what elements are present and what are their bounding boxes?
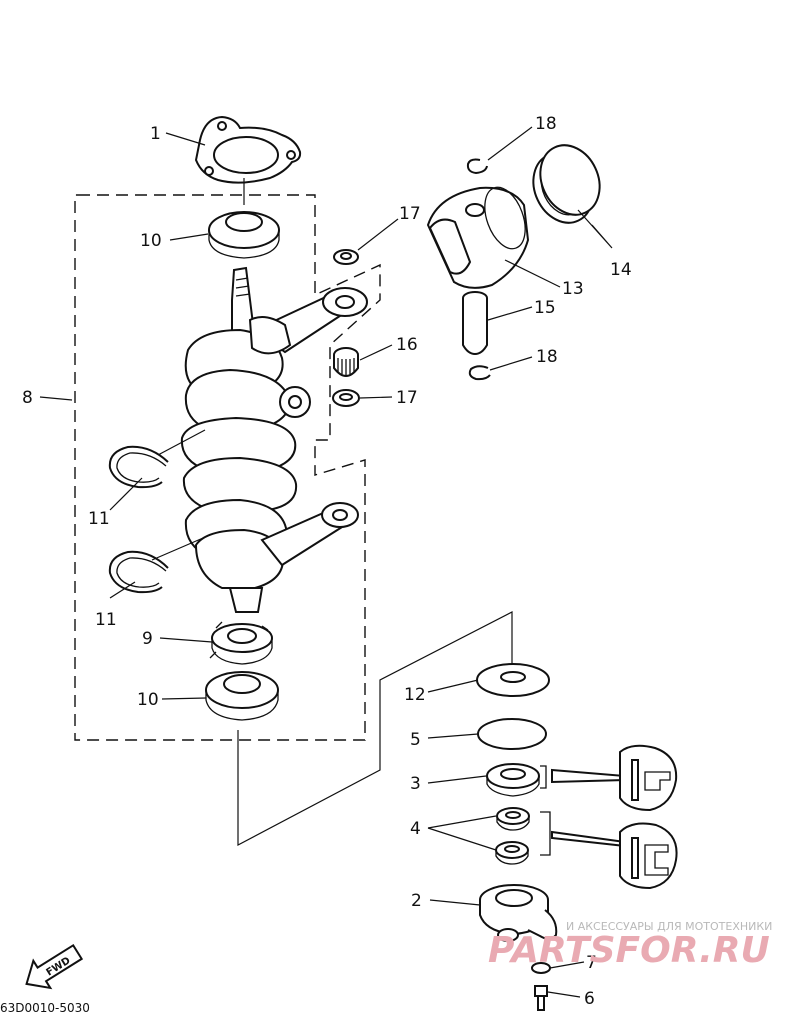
part-5-o-ring: [477, 718, 547, 750]
callout-17-bottom: 17: [396, 388, 418, 408]
part-17-top-washer: [333, 249, 359, 265]
callout-3: 3: [410, 774, 421, 794]
part-3-section-detail: [551, 744, 678, 812]
part-3-oil-seal: [486, 763, 540, 797]
callout-5: 5: [410, 730, 421, 750]
part-4-section-detail: [551, 822, 678, 890]
callout-17-top: 17: [399, 204, 421, 224]
part-18-top-clip: [466, 158, 488, 175]
part-16-needle-bearing: [333, 347, 359, 378]
part-6-bolt: [534, 985, 548, 1011]
callout-6: 6: [584, 989, 595, 1009]
part-11-upper-ring: [108, 445, 169, 489]
part-17-bottom-washer: [332, 389, 360, 407]
crankshaft: [180, 266, 311, 613]
callout-8: 8: [22, 388, 33, 408]
drawing-code: 63D0010-5030: [0, 1001, 90, 1014]
part-12-thrust-plate: [476, 663, 550, 697]
callout-9: 9: [142, 629, 153, 649]
crankshaft-assembly-boundary: [74, 194, 381, 741]
lower-connecting-rod: [260, 502, 359, 567]
callout-11-lower: 11: [95, 610, 117, 630]
callout-13: 13: [562, 279, 584, 299]
part-4-oil-seal-upper: [496, 807, 530, 831]
part-2-housing: [479, 884, 558, 942]
part-4-oil-seal-lower: [495, 841, 529, 865]
part-15-piston-pin: [462, 291, 488, 356]
callout-4: 4: [410, 819, 421, 839]
part-13-piston: [426, 186, 530, 289]
leader-lines: [39, 126, 613, 998]
callout-12: 12: [404, 685, 426, 705]
callout-1: 1: [150, 124, 161, 144]
part-10-top-bearing: [208, 211, 280, 259]
callout-18-bottom: 18: [536, 347, 558, 367]
callout-10-top: 10: [140, 231, 162, 251]
part-9-seal: [209, 621, 273, 665]
callout-18-top: 18: [535, 114, 557, 134]
part-18-bottom-clip: [468, 365, 491, 381]
upper-connecting-rod: [248, 287, 368, 355]
callout-16: 16: [396, 335, 418, 355]
callout-15: 15: [534, 298, 556, 318]
watermark-logo: PARTSFOR.RU: [488, 930, 770, 971]
part-11-lower-ring: [108, 550, 169, 594]
callout-2: 2: [411, 891, 422, 911]
part-10-bottom-bearing: [205, 671, 279, 721]
fwd-arrow-icon: FWD: [25, 943, 84, 990]
part-14-piston-rings: [532, 144, 601, 224]
callout-11-upper: 11: [88, 509, 110, 529]
callout-14: 14: [610, 260, 632, 280]
part-1-gasket: [194, 115, 302, 184]
callout-7: 7: [586, 953, 597, 973]
callout-10-bottom: 10: [137, 690, 159, 710]
watermark-tagline: И АКСЕССУАРЫ ДЛЯ МОТОТЕХНИКИ: [566, 920, 772, 933]
